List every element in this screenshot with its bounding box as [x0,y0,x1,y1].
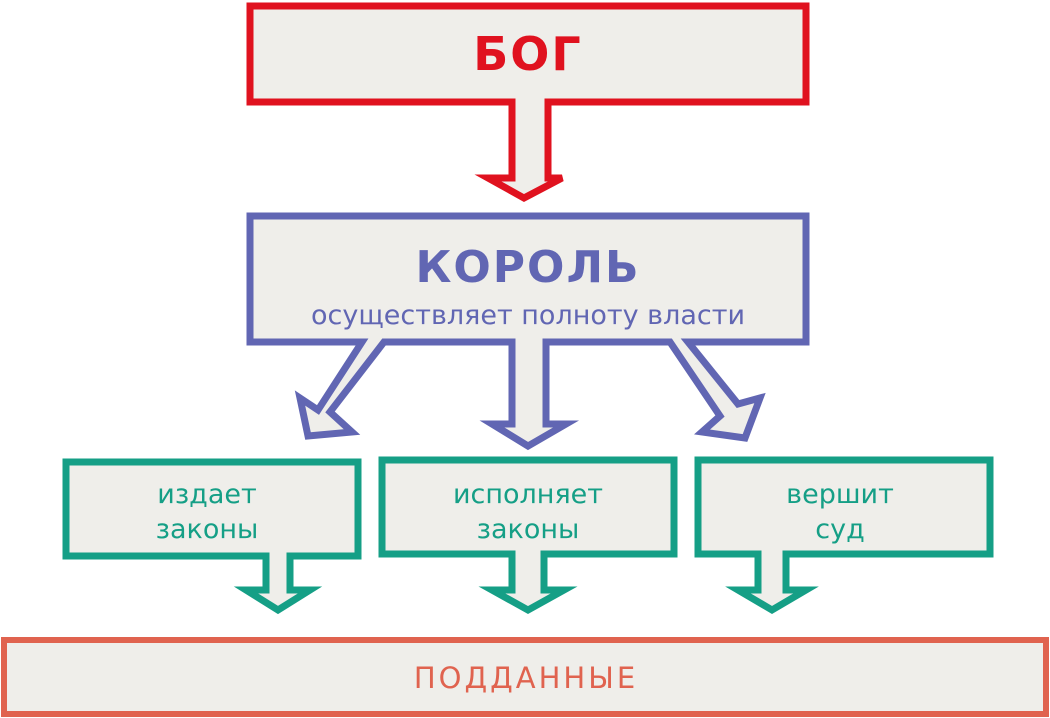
function-line2: законы [156,514,259,545]
function-line2: суд [815,514,865,545]
king-box: КОРОЛЬ осуществляет полноту власти [246,212,810,451]
function-line2: законы [477,514,580,545]
king-label: КОРОЛЬ [415,242,640,293]
function-line1: исполняет [453,479,603,510]
function-box-executive: исполняет законы [378,456,678,615]
god-label: БОГ [473,27,582,81]
function-box-legislative: издает законы [62,458,362,615]
function-box-judicial: вершит суд [694,456,994,615]
king-subtitle: осуществляет полноту власти [311,300,745,331]
god-box: БОГ [246,2,810,202]
function-line1: вершит [786,479,894,510]
function-line1: издает [157,479,256,510]
subjects-box: ПОДДАННЫЕ [1,637,1049,717]
subjects-label: ПОДДАННЫЕ [414,661,638,695]
